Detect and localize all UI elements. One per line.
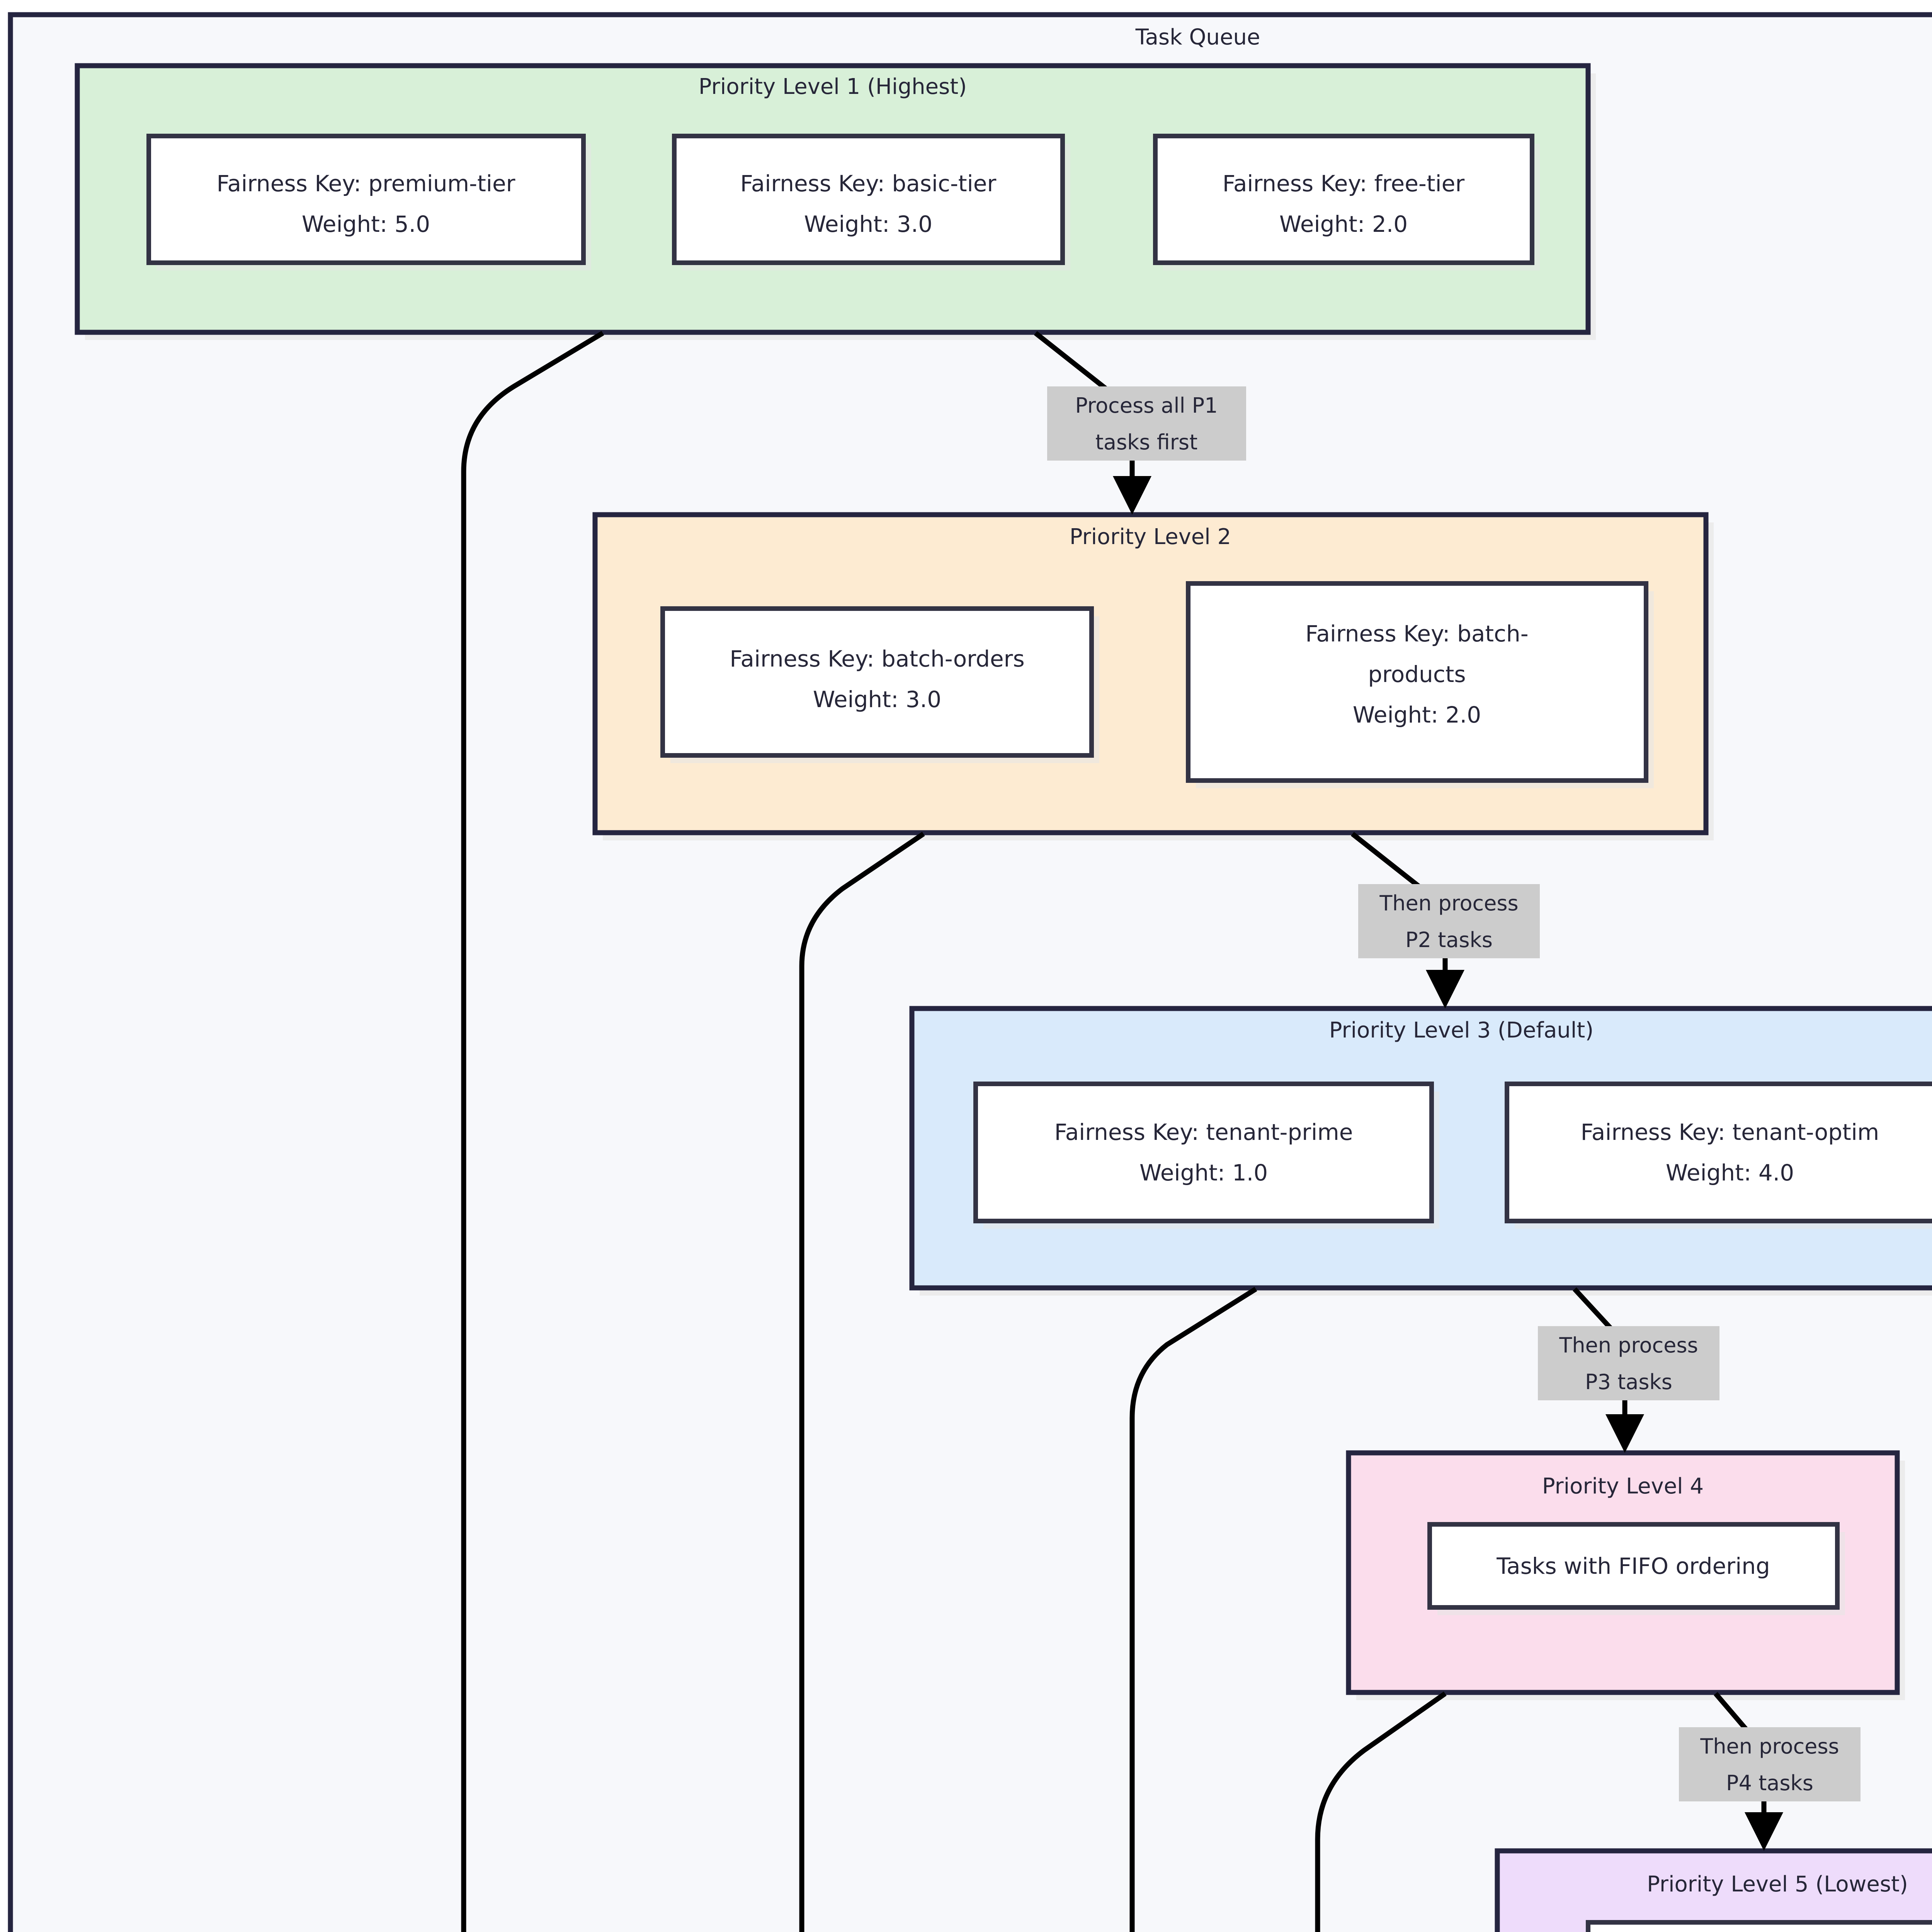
node-p3a-line2: Weight: 1.0 — [1139, 1160, 1268, 1186]
node-p4a[interactable] — [1427, 1522, 1840, 1610]
node-p2a-line1: Fairness Key: batch-orders — [730, 646, 1024, 672]
node-p3a[interactable] — [973, 1082, 1434, 1223]
node-p2a[interactable] — [660, 606, 1094, 758]
edge-label-2-line1: Then process — [1379, 891, 1518, 915]
edge-label-2-line2: P2 tasks — [1405, 928, 1493, 952]
node-p2b[interactable] — [1186, 581, 1648, 783]
node-p3b-line2: Weight: 4.0 — [1666, 1160, 1794, 1186]
node-p1a-line2: Weight: 5.0 — [302, 211, 430, 237]
subgraph-p5-title: Priority Level 5 (Lowest) — [1647, 1872, 1908, 1897]
node-p2b-line1: Fairness Key: batch- — [1305, 621, 1528, 647]
subgraph-p3-title: Priority Level 3 (Default) — [1329, 1018, 1594, 1043]
node-p1c-line2: Weight: 2.0 — [1279, 211, 1408, 237]
edge-label-bg-4 — [1679, 1727, 1861, 1801]
subgraph-p4-title: Priority Level 4 — [1542, 1474, 1704, 1499]
edge-p2-to-workers — [799, 832, 925, 1932]
node-p1b-line2: Weight: 3.0 — [804, 211, 932, 237]
node-p3b-line1: Fairness Key: tenant-optim — [1581, 1119, 1879, 1145]
node-p1b-line1: Fairness Key: basic-tier — [740, 170, 997, 197]
edge-label-1-line1: Process all P1 — [1075, 393, 1218, 418]
node-p2b-line3: Weight: 2.0 — [1353, 702, 1481, 728]
edge-p2-to-p3-arrow — [1426, 970, 1464, 1009]
node-p1a-line1: Fairness Key: premium-tier — [216, 170, 515, 197]
node-p3a-line1: Fairness Key: tenant-prime — [1054, 1119, 1353, 1145]
edge-p4-to-p5-arrow — [1745, 1812, 1783, 1851]
edge-p4-to-workers — [1315, 1691, 1447, 1932]
node-p1b[interactable] — [672, 134, 1065, 265]
edge-p3-to-p4-arrow — [1605, 1414, 1644, 1453]
edge-label-4-line1: Then process — [1700, 1734, 1839, 1759]
edge-p1-to-workers — [461, 331, 604, 1932]
subgraph-p2-title: Priority Level 2 — [1070, 524, 1231, 549]
edge-p1-to-p2-arrow — [1113, 476, 1151, 515]
edge-label-bg-2 — [1358, 884, 1540, 958]
node-p4a-line1: Tasks with FIFO ordering — [1496, 1553, 1770, 1579]
subgraph-p5[interactable] — [1495, 1848, 1932, 1932]
node-p5a[interactable] — [1586, 1920, 1932, 1932]
task-queue-title: Task Queue — [1135, 25, 1260, 50]
node-p2b-line2: products — [1368, 661, 1466, 687]
edge-label-3-line1: Then process — [1559, 1333, 1698, 1357]
node-p1a[interactable] — [146, 134, 586, 265]
edge-label-4-line2: P4 tasks — [1726, 1771, 1813, 1795]
node-p3b[interactable] — [1505, 1082, 1932, 1223]
node-p1c[interactable] — [1153, 134, 1534, 265]
edge-p3-to-workers — [1129, 1287, 1257, 1932]
edge-label-bg-3 — [1538, 1326, 1719, 1400]
node-p2a-line2: Weight: 3.0 — [813, 686, 941, 713]
edge-label-1-line2: tasks first — [1095, 430, 1198, 454]
node-p1c-line1: Fairness Key: free-tier — [1223, 170, 1465, 197]
edge-label-3-line2: P3 tasks — [1585, 1370, 1672, 1394]
edge-label-bg-1 — [1047, 386, 1246, 461]
subgraph-p1-title: Priority Level 1 (Highest) — [699, 74, 967, 99]
